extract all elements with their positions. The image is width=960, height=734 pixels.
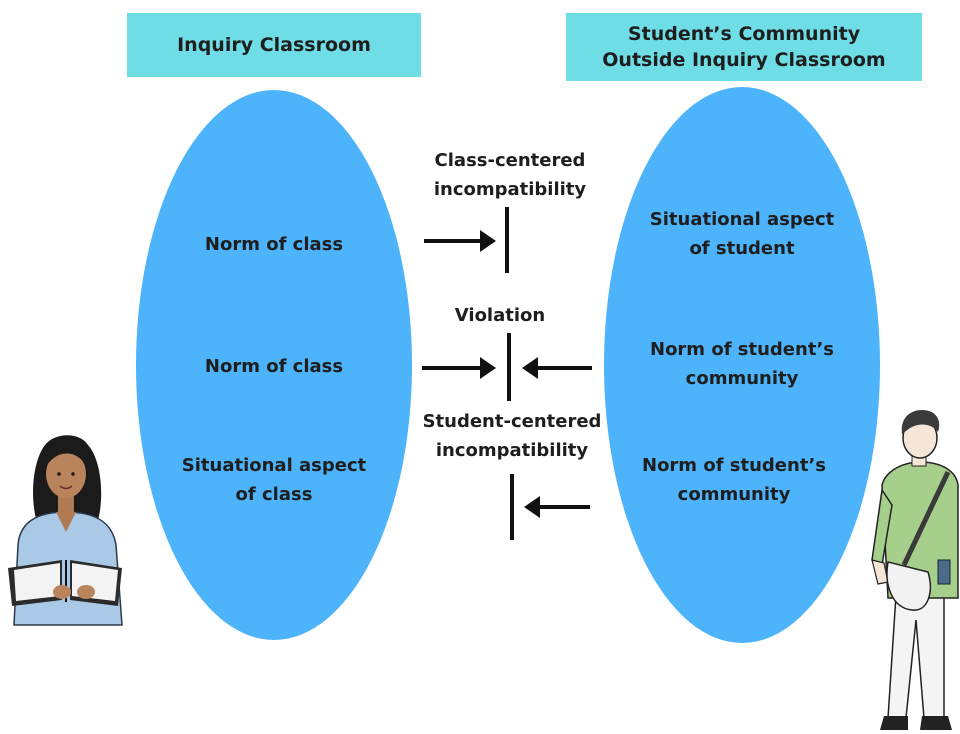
violation-right-arrow	[422, 357, 496, 379]
student-centered-line2: incompatibility	[435, 440, 589, 461]
left-item-3-line1: Situational aspect	[181, 455, 367, 476]
student-centered-incompatibility-label: Student-centered incompatibility	[412, 407, 612, 465]
violation-label: Violation	[410, 301, 590, 330]
class-centered-incompatibility-label: Class-centered incompatibility	[410, 146, 610, 204]
left-item-3-line2: of class	[235, 484, 313, 505]
class-centered-line1: Class-centered	[434, 150, 586, 171]
student-community-oval	[604, 87, 880, 643]
right-item-3-line1: Norm of student’s	[642, 455, 826, 476]
right-item-norm-of-student-community-1: Norm of student’s community	[604, 335, 880, 393]
student-centered-left-arrow	[524, 496, 590, 518]
left-item-2-line1: Norm of class	[204, 356, 344, 377]
left-item-1-line1: Norm of class	[204, 234, 344, 255]
right-item-2-line2: community	[685, 368, 799, 389]
left-item-situational-aspect-of-class: Situational aspect of class	[136, 451, 412, 509]
violation-left-arrow	[522, 357, 592, 379]
header-student-community-line1: Student’s Community	[627, 23, 861, 45]
right-item-norm-of-student-community-2: Norm of student’s community	[596, 451, 872, 509]
right-item-2-line1: Norm of student’s	[650, 339, 834, 360]
header-inquiry-classroom: Inquiry Classroom	[127, 13, 421, 77]
inquiry-classroom-oval	[136, 90, 412, 640]
student-centered-line1: Student-centered	[422, 411, 602, 432]
right-item-1-line2: of student	[689, 238, 795, 259]
right-item-situational-aspect-of-student: Situational aspect of student	[604, 205, 880, 263]
right-item-3-line2: community	[677, 484, 791, 505]
right-item-1-line1: Situational aspect	[649, 209, 835, 230]
header-inquiry-classroom-text: Inquiry Classroom	[177, 34, 371, 56]
header-student-community-line2: Outside Inquiry Classroom	[602, 49, 886, 71]
left-item-norm-of-class-2: Norm of class	[136, 352, 412, 381]
violation-text: Violation	[454, 305, 546, 326]
class-centered-right-arrow	[424, 230, 496, 252]
left-item-norm-of-class-1: Norm of class	[136, 230, 412, 259]
header-student-community: Student’s Community Outside Inquiry Clas…	[566, 13, 922, 81]
class-centered-line2: incompatibility	[433, 179, 587, 200]
